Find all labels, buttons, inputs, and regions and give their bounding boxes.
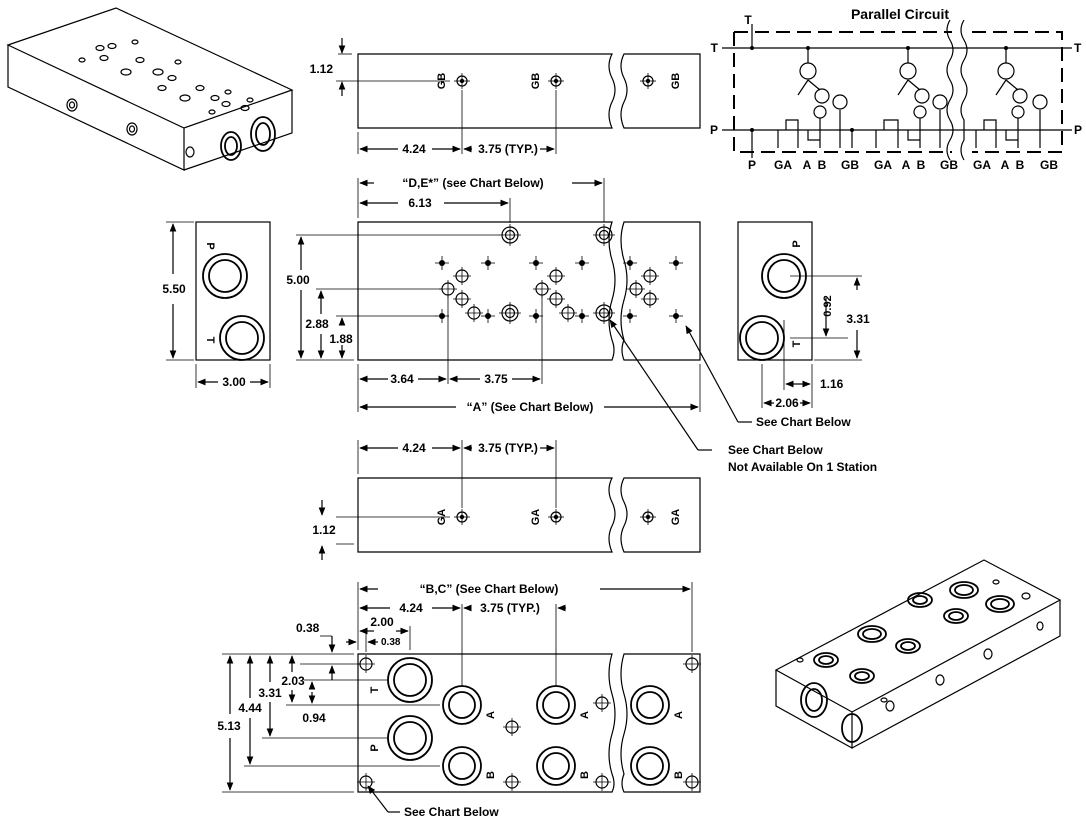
dim-5-13: 5.13 [217,719,241,733]
dim-2-88: 2.88 [305,317,329,331]
port-label: B [818,158,827,172]
ga-side-view: GA GA GA 4.24 3.75 (TYP.) 1.12 [312,440,701,560]
gb-side-view: GB GB GB 1.12 4.24 3.75 (TYP.) [310,38,701,156]
dim-2-00: 2.00 [370,615,394,629]
note-not-available: Not Available On 1 Station [728,460,877,474]
port-label: A [902,158,911,172]
bottom-view: T P A B A B A B “B,C” (See Chart Below) … [217,582,702,819]
dim-1-12: 1.12 [310,62,334,76]
note-see-chart-3: See Chart Below [404,805,499,819]
port-label: B [917,158,926,172]
dim-bc: “B,C” (See Chart Below) [420,582,559,596]
dim-3-75-typ: 3.75 (TYP.) [478,142,538,156]
t-port-label: T [369,686,381,693]
port-label: B [1016,158,1025,172]
circuit-station-2 [875,46,948,148]
port-label: GA [774,158,792,172]
dim-1-12: 1.12 [312,523,336,537]
port-label: P [748,158,756,172]
dim-2-06: 2.06 [775,396,799,410]
dim-1-16: 1.16 [820,377,844,391]
dim-0-38: 0.38 [381,637,401,648]
port-label: GA [874,158,892,172]
right-end-view: P T 3.31 0.92 1.16 2.06 [737,221,870,410]
a-port-label: A [485,711,497,719]
p-port-label: P [369,744,381,751]
dim-0-92: 0.92 [822,295,834,316]
port-label: A [1001,158,1010,172]
ga-label: GA [530,509,542,526]
dim-5-50: 5.50 [162,282,186,296]
isometric-view-bottom [774,559,1062,750]
dim-a: “A” (See Chart Below) [467,400,594,414]
rail-t-top: T [744,13,752,27]
t-port-label: T [204,337,216,344]
dim-1-88: 1.88 [329,332,353,346]
circuit-title: Parallel Circuit [851,6,949,22]
dim-4-24: 4.24 [399,601,423,615]
note-see-chart-2: See Chart Below [728,443,823,457]
t-port-label: T [791,340,803,347]
a-port-label: A [673,711,685,719]
dim-2-03: 2.03 [281,674,305,688]
port-label: GB [940,158,958,172]
dim-5-00: 5.00 [286,273,310,287]
dim-3-31: 3.31 [846,312,870,326]
dim-3-64: 3.64 [390,372,414,386]
port-label: GA [973,158,991,172]
circuit-station-1 [777,46,854,148]
dim-0-38: 0.38 [296,621,320,635]
dim-3-75-typ: 3.75 (TYP.) [480,601,540,615]
p-port-label: P [204,242,216,249]
dim-3-75-typ: 3.75 (TYP.) [478,441,538,455]
circuit-station-3 [975,46,1048,148]
dim-4-24: 4.24 [402,441,426,455]
isometric-view-top [6,7,294,171]
b-port-label: B [579,771,591,779]
rail-p-left: P [710,123,718,137]
rail-t-left: T [711,41,719,55]
rail-t-right: T [1074,41,1082,55]
leader-lines: See Chart Below See Chart Below Not Avai… [609,319,877,474]
ga-label: GA [670,509,682,526]
gb-label: GB [670,73,682,90]
note-see-chart: See Chart Below [756,415,851,429]
main-top-view: “D,E*” (see Chart Below) 6.13 5.00 2.88 … [286,176,701,414]
port-label: A [803,158,812,172]
dim-4-24: 4.24 [402,142,426,156]
dim-0-94: 0.94 [302,711,326,725]
parallel-circuit-schematic: Parallel Circuit [710,6,1082,172]
dim-de: “D,E*” (see Chart Below) [402,176,543,190]
b-port-label: B [673,771,685,779]
port-label: GB [841,158,859,172]
p-port-label: P [791,240,803,247]
dim-4-44: 4.44 [238,701,262,715]
gb-label: GB [530,73,542,90]
dim-3-31: 3.31 [258,686,282,700]
rail-p-right: P [1074,123,1082,137]
port-label: GB [1040,158,1058,172]
a-port-label: A [579,711,591,719]
b-port-label: B [485,771,497,779]
dim-6-13: 6.13 [408,196,432,210]
dim-3-75: 3.75 [484,372,508,386]
dim-3-00: 3.00 [222,375,246,389]
left-end-view: P T 5.50 3.00 [162,221,271,389]
